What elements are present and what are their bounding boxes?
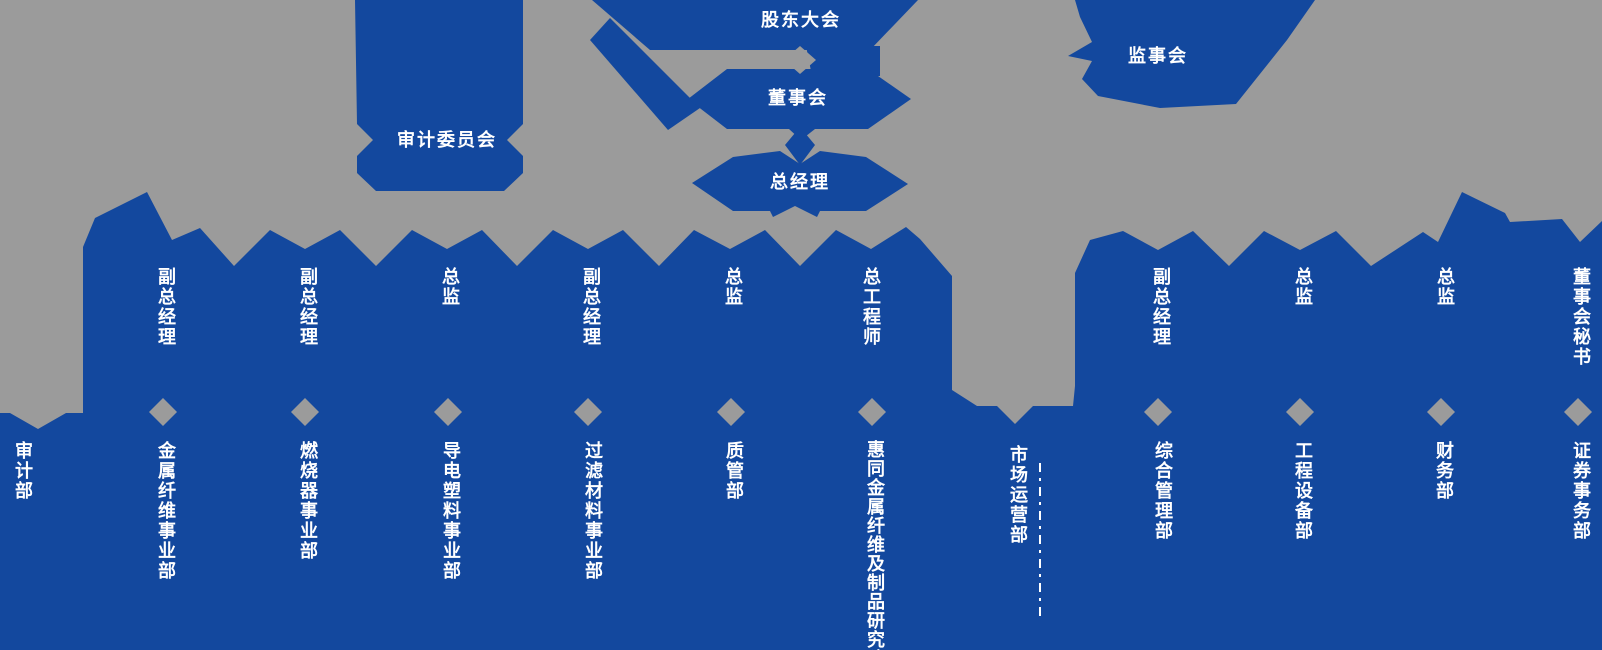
department-label: 过滤材料事业部 — [582, 441, 603, 581]
department-label: 财务部 — [1433, 441, 1454, 501]
shareholders-board-right-connector — [806, 46, 880, 76]
connector-diamond-icon — [149, 398, 177, 426]
department-label: 燃烧器事业部 — [297, 441, 318, 561]
connector-diamond-icon — [1286, 398, 1314, 426]
arrow-notch-icon — [784, 46, 816, 74]
supervisory-board-label: 监事会 — [1128, 46, 1188, 67]
connector-diamond-icon — [291, 398, 319, 426]
audit-committee-shape — [355, 0, 523, 191]
supervisory-board-shape — [1068, 0, 1315, 108]
general-manager-shape — [692, 151, 908, 217]
role-label: 总监 — [1292, 267, 1313, 307]
role-label: 总监 — [722, 267, 743, 307]
audit-committee-label: 审计委员会 — [397, 130, 497, 151]
role-label: 总工程师 — [860, 267, 881, 347]
shareholders-meeting-label: 股东大会 — [761, 10, 841, 31]
department-label: 工程设备部 — [1292, 441, 1313, 541]
connector-diamonds — [149, 398, 1592, 426]
role-label: 总监 — [439, 267, 460, 307]
board-of-directors-shape — [688, 69, 911, 140]
department-label: 市场运营部 — [1007, 445, 1028, 545]
connector-diamond-icon — [858, 398, 886, 426]
board-of-directors-label: 董事会 — [768, 88, 828, 109]
role-label: 董事会秘书 — [1570, 267, 1591, 367]
board-gm-connector-diamond — [785, 127, 815, 165]
department-label: 导电塑料事业部 — [440, 441, 461, 581]
org-band-shape — [0, 192, 1602, 650]
shareholders-meeting-shape — [592, 0, 918, 50]
department-label: 质管部 — [723, 441, 744, 501]
department-label: 惠同金属纤维及制品研究院 — [864, 440, 885, 650]
role-label: 副总经理 — [155, 267, 176, 347]
connector-diamond-icon — [717, 398, 745, 426]
department-label: 审计部 — [12, 441, 33, 501]
role-label: 副总经理 — [297, 267, 318, 347]
connector-diamond-icon — [1427, 398, 1455, 426]
shareholders-board-left-connector — [590, 18, 700, 130]
connector-diamond-icon — [1564, 398, 1592, 426]
connector-diamond-icon — [434, 398, 462, 426]
role-label: 副总经理 — [580, 267, 601, 347]
connector-diamond-icon — [574, 398, 602, 426]
role-label: 副总经理 — [1150, 267, 1171, 347]
department-label: 金属纤维事业部 — [155, 441, 176, 581]
general-manager-label: 总经理 — [770, 172, 830, 193]
department-label: 证券事务部 — [1570, 441, 1591, 541]
connector-diamond-icon — [1144, 398, 1172, 426]
department-label: 综合管理部 — [1152, 441, 1173, 541]
role-label: 总监 — [1434, 267, 1455, 307]
